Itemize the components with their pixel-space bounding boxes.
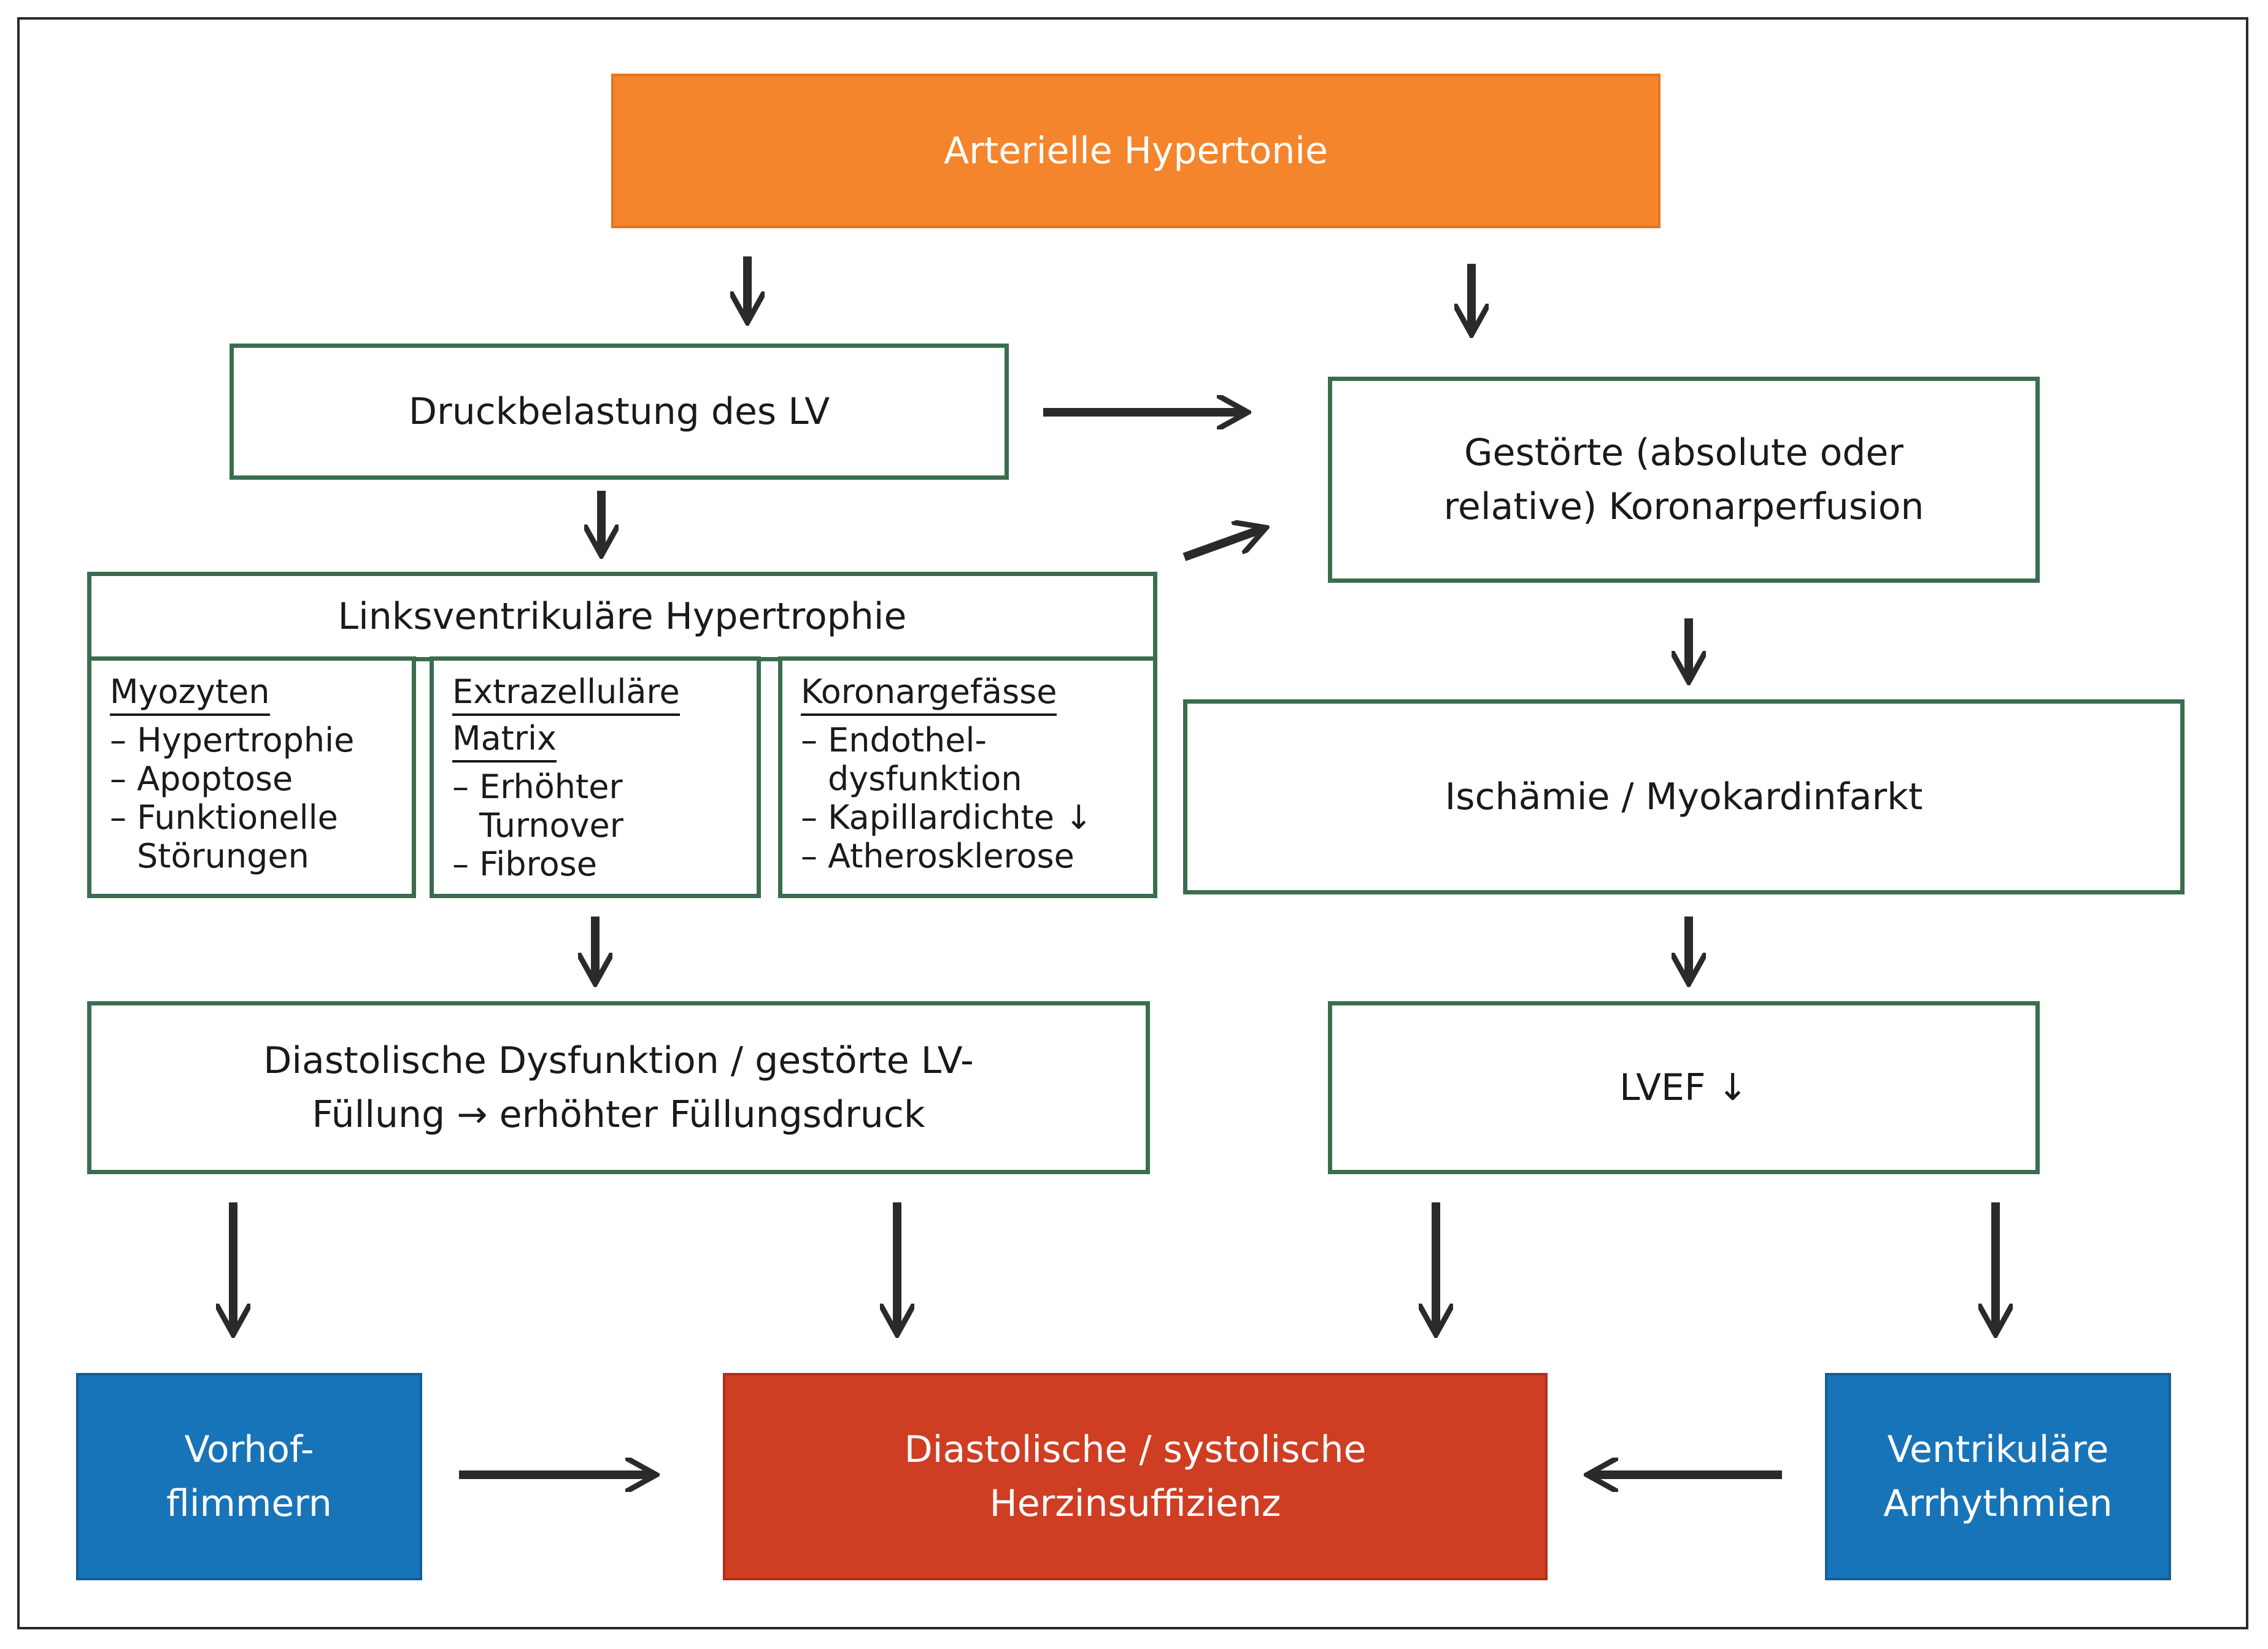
node-label-line: Ventrikuläre xyxy=(1887,1428,2109,1471)
node-label-line: relative) Koronarperfusion xyxy=(1443,485,1924,528)
node-label: LVEF ↓ xyxy=(1619,1066,1748,1109)
node-herzinsuffizienz: Diastolische / systolische Herzinsuffizi… xyxy=(723,1373,1548,1580)
node-label: Ischämie / Myokardinfarkt xyxy=(1444,775,1923,818)
node-druckbelastung: Druckbelastung des LV xyxy=(230,344,1009,480)
node-label-line: Diastolische / systolische xyxy=(904,1428,1367,1471)
subnode-heading: Myozyten xyxy=(110,673,270,716)
arrow-lvh-to-perfusion xyxy=(1182,529,1263,561)
node-diastolische-dysfunktion: Diastolische Dysfunktion / gestörte LV- … xyxy=(87,1001,1150,1174)
node-arterielle-hypertonie: Arterielle Hypertonie xyxy=(611,74,1660,228)
list-item: – Endothel- xyxy=(801,721,987,759)
list-item: Turnover xyxy=(479,806,623,845)
node-label-line: flimmern xyxy=(166,1482,332,1525)
list-item: dysfunktion xyxy=(828,759,1022,798)
node-label: Druckbelastung des LV xyxy=(408,390,830,433)
node-label-line: Gestörte (absolute oder xyxy=(1464,431,1904,474)
subnode-extrazellulaere-matrix: Extrazelluläre Matrix – Erhöhter Turnove… xyxy=(430,656,761,898)
list-item: – Kapillardichte ↓ xyxy=(801,798,1093,837)
node-lv-hypertrophie: Linksventrikuläre Hypertrophie xyxy=(87,572,1157,661)
node-koronarperfusion: Gestörte (absolute oder relative) Korona… xyxy=(1328,377,2040,583)
node-label-line: Vorhof- xyxy=(184,1428,314,1471)
list-item: – Funktionelle xyxy=(110,798,338,837)
node-label-line: Arrhythmien xyxy=(1883,1482,2113,1525)
subnode-koronargefaesse: Koronargefässe – Endothel- dysfunktion –… xyxy=(778,656,1157,898)
subnode-heading: Matrix xyxy=(452,720,557,763)
node-label-line: Diastolische Dysfunktion / gestörte LV- xyxy=(263,1039,974,1082)
list-item: Störungen xyxy=(137,837,309,875)
list-item: – Fibrose xyxy=(452,845,597,883)
node-lvef: LVEF ↓ xyxy=(1328,1001,2040,1174)
subnode-heading: Koronargefässe xyxy=(801,673,1057,716)
node-label-line: Füllung → erhöhter Füllungsdruck xyxy=(312,1093,925,1136)
node-label: Linksventrikuläre Hypertrophie xyxy=(338,595,907,638)
subnode-myozyten: Myozyten – Hypertrophie – Apoptose – Fun… xyxy=(87,656,416,898)
list-item: – Erhöhter xyxy=(452,767,623,806)
node-label-line: Herzinsuffizienz xyxy=(989,1482,1281,1525)
node-vorhofflimmern: Vorhof- flimmern xyxy=(76,1373,422,1580)
list-item: – Atherosklerose xyxy=(801,837,1074,875)
list-item: – Hypertrophie xyxy=(110,721,355,759)
diagram-frame xyxy=(17,17,2248,1629)
subnode-heading: Extrazelluläre xyxy=(452,673,680,716)
node-label: Arterielle Hypertonie xyxy=(944,129,1328,172)
list-item: – Apoptose xyxy=(110,759,293,798)
node-ischaemie: Ischämie / Myokardinfarkt xyxy=(1183,699,2185,894)
node-ventrikulaere-arrhythmien: Ventrikuläre Arrhythmien xyxy=(1825,1373,2171,1580)
